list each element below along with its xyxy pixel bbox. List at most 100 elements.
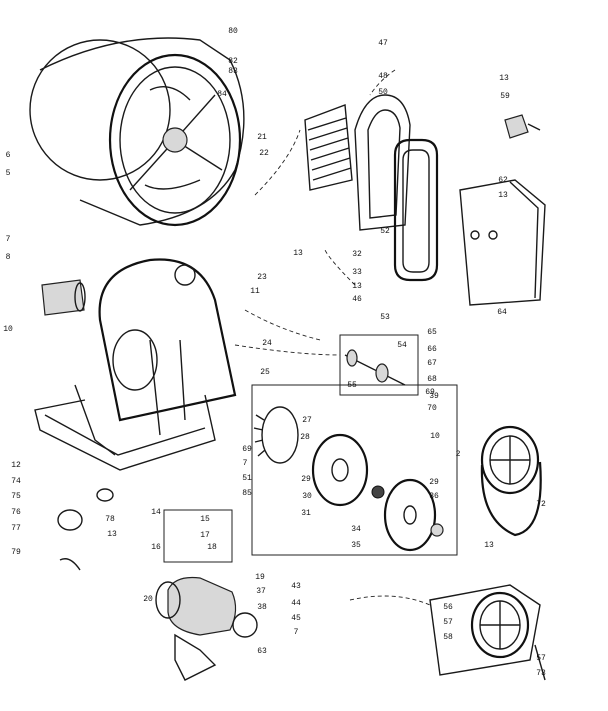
callout-label: 64 — [497, 308, 507, 317]
callout-label: 31 — [301, 509, 311, 518]
callout-label: 63 — [257, 647, 267, 656]
callout-label: 6 — [5, 151, 11, 160]
callout-label: 46 — [352, 295, 362, 304]
small-parts-left — [57, 488, 114, 571]
callout-label: 15 — [200, 515, 210, 524]
callout-label: 47 — [378, 39, 388, 48]
callout-label: 34 — [351, 525, 361, 534]
callout-label: 66 — [427, 345, 437, 354]
callout-label: 22 — [259, 149, 269, 158]
callout-label: 57 — [443, 618, 453, 627]
callout-label: 21 — [257, 133, 267, 142]
blower-housing — [311, 433, 369, 507]
callout-label: 57 — [536, 654, 546, 663]
leader-line — [349, 595, 431, 606]
callout-label: 43 — [291, 582, 301, 591]
callout-label: 23 — [257, 273, 267, 282]
callout-label: 10 — [430, 432, 440, 441]
callout-label: 72 — [536, 500, 546, 509]
callout-label: 36 — [429, 492, 439, 501]
callout-label: 65 — [427, 328, 437, 337]
callout-label: 67 — [427, 359, 437, 368]
callout-label: 58 — [443, 633, 453, 642]
leader-line — [254, 129, 301, 196]
callout-label: 7 — [293, 628, 299, 637]
callout-label: 35 — [351, 541, 361, 550]
callout-label: 38 — [257, 603, 267, 612]
callout-label: 32 — [352, 250, 362, 259]
callout-label: 19 — [255, 573, 265, 582]
callout-label: 13 — [484, 541, 494, 550]
callout-label: 25 — [260, 368, 270, 377]
fan-hub — [371, 485, 385, 499]
callout-label: 76 — [11, 508, 21, 517]
drive-pulley — [480, 425, 542, 537]
blower-group-box — [251, 384, 458, 556]
callout-label: 10 — [3, 325, 13, 334]
rear-panel — [459, 179, 546, 306]
callout-label: 29 — [429, 478, 439, 487]
idler-shaft — [344, 349, 406, 386]
callout-label: 82 — [228, 57, 238, 66]
front-bulkhead — [34, 258, 237, 471]
callout-label: 39 — [429, 392, 439, 401]
callout-label: 53 — [380, 313, 390, 322]
callout-label: 56 — [443, 603, 453, 612]
leader-line — [369, 69, 396, 96]
callout-label: 62 — [498, 176, 508, 185]
idler-bearing — [430, 523, 444, 537]
callout-label: 7 — [242, 459, 248, 468]
leader-line — [244, 309, 321, 341]
callout-label: 48 — [378, 72, 388, 81]
door-switch — [504, 114, 541, 139]
callout-label: 45 — [291, 614, 301, 623]
callout-label: 84 — [217, 90, 227, 99]
grille-panel — [304, 104, 353, 191]
callout-label: 52 — [380, 227, 390, 236]
callout-label: 18 — [207, 543, 217, 552]
fan-plate — [383, 478, 437, 552]
callout-label: 70 — [427, 404, 437, 413]
switch-group-box — [163, 509, 233, 563]
callout-label: 5 — [5, 169, 11, 178]
leader-line — [324, 249, 356, 286]
callout-label: 13 — [499, 74, 509, 83]
thermostat — [41, 279, 86, 316]
belt-loop — [393, 138, 439, 282]
callout-label: 75 — [11, 492, 21, 501]
callout-label: 73 — [536, 669, 546, 678]
callout-label: 51 — [242, 474, 252, 483]
leader-line — [234, 344, 341, 356]
callout-label: 27 — [302, 416, 312, 425]
callout-label: 54 — [397, 341, 407, 350]
callout-label: 12 — [11, 461, 21, 470]
callout-label: 37 — [256, 587, 266, 596]
callout-label: 69 — [425, 388, 435, 397]
callout-label: 16 — [151, 543, 161, 552]
callout-label: 77 — [11, 524, 21, 533]
callout-label: 68 — [427, 375, 437, 384]
callout-label: 13 — [352, 282, 362, 291]
callout-label: 83 — [228, 67, 238, 76]
callout-label: 13 — [498, 191, 508, 200]
callout-label: 7 — [5, 235, 11, 244]
callout-label: 44 — [291, 599, 301, 608]
callout-label: 17 — [200, 531, 210, 540]
callout-label: 28 — [300, 433, 310, 442]
callout-label: 20 — [143, 595, 153, 604]
callout-label: 79 — [11, 548, 21, 557]
callout-label: 13 — [107, 530, 117, 539]
callout-label: 14 — [151, 508, 161, 517]
callout-label: 29 — [301, 475, 311, 484]
callout-label: 80 — [228, 27, 238, 36]
callout-label: 78 — [105, 515, 115, 524]
drum-assembly — [29, 37, 245, 227]
idler-bracket — [429, 584, 546, 681]
callout-label: 50 — [378, 88, 388, 97]
shaft-group-box — [339, 334, 419, 396]
callout-label: 74 — [11, 477, 21, 486]
callout-label: 13 — [293, 249, 303, 258]
callout-label: 85 — [242, 489, 252, 498]
callout-label: 69 — [242, 445, 252, 454]
